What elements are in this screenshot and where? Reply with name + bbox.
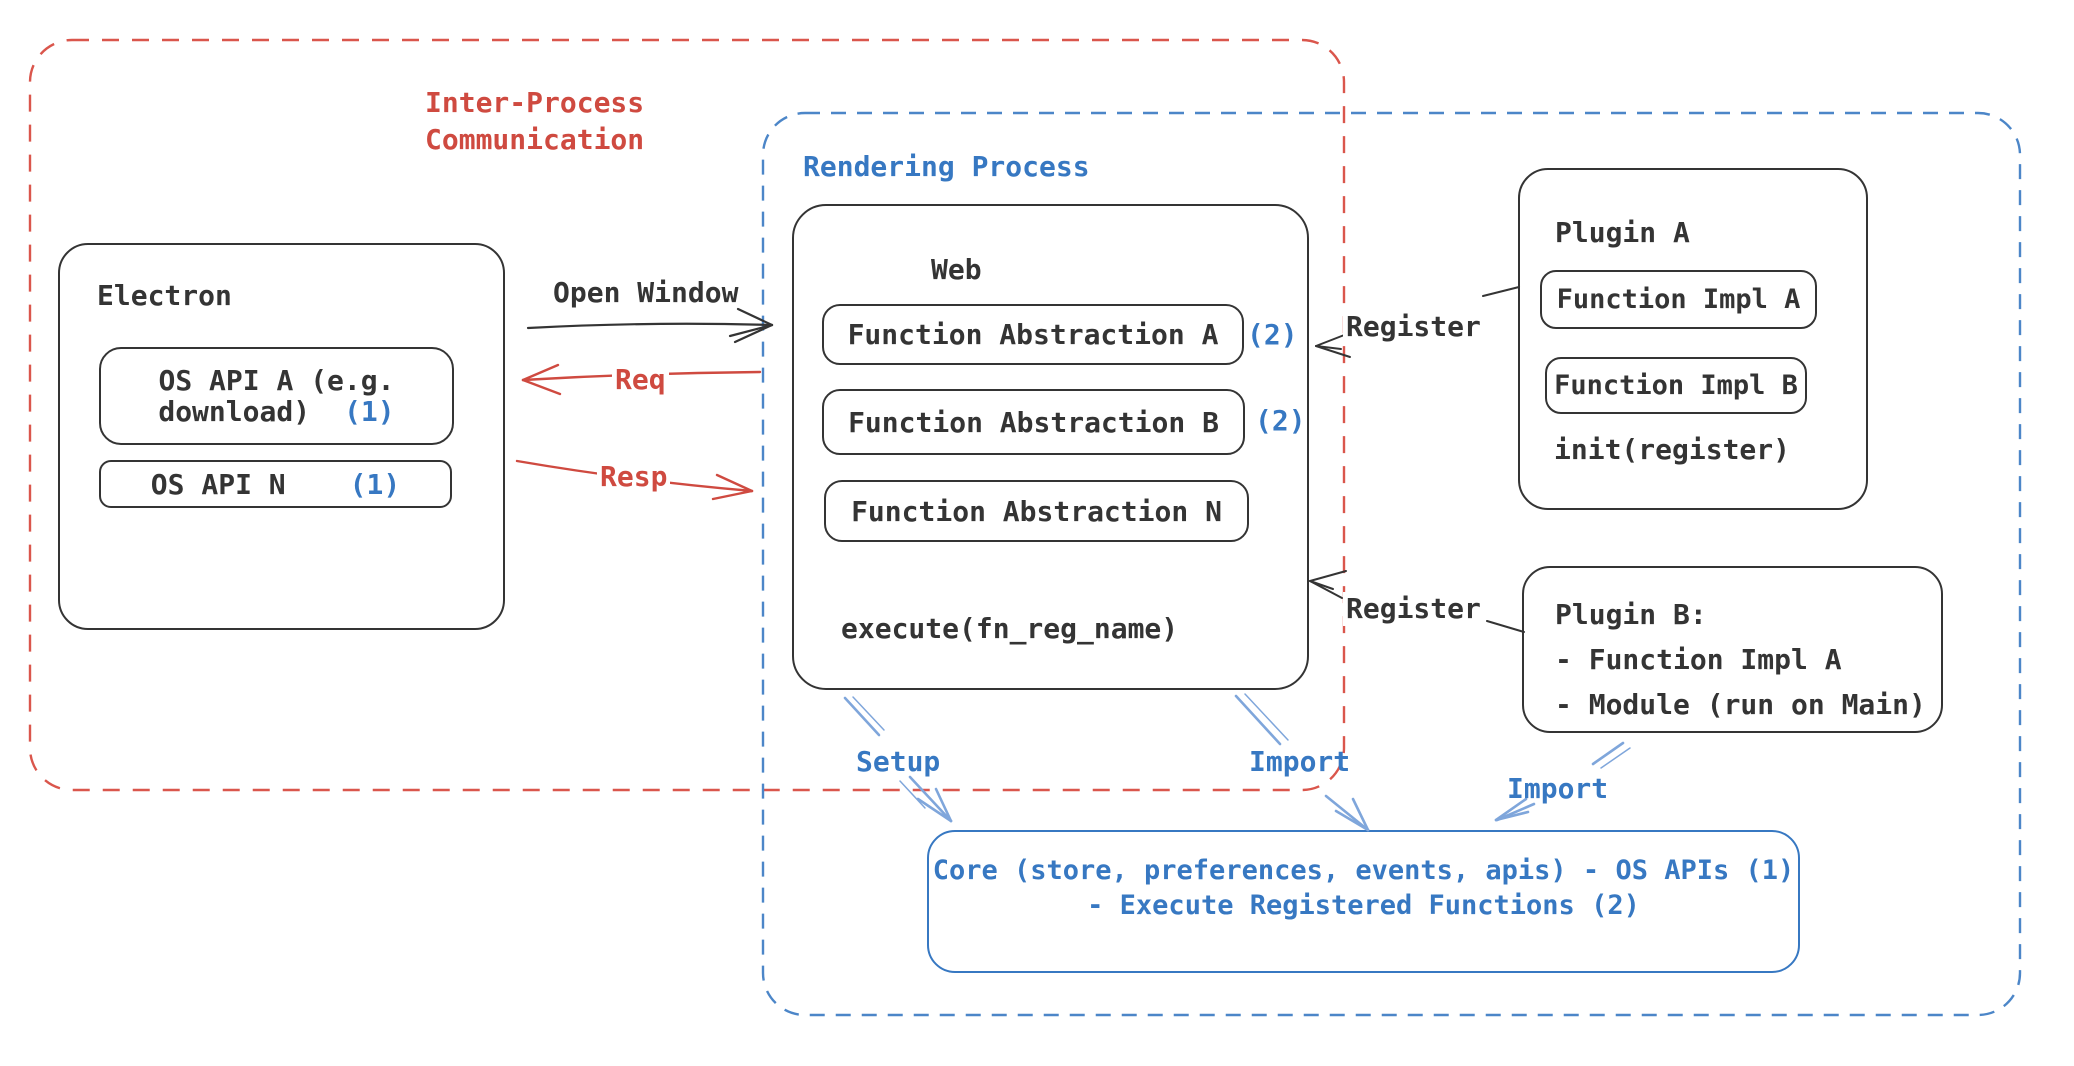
os-api-a-badge: (1) bbox=[344, 395, 395, 428]
import-web-arrow-label: Import bbox=[1249, 745, 1351, 778]
req-arrow-label: Req bbox=[612, 363, 669, 397]
setup-head-arm-1 bbox=[934, 787, 953, 823]
rendering-process-label: Rendering Process bbox=[803, 150, 1090, 183]
os-api-a-line1: OS API A (e.g. bbox=[158, 364, 395, 397]
open-window-arrow-label: Open Window bbox=[553, 276, 739, 309]
setup-arrow-line-2 bbox=[899, 780, 926, 809]
init-register-label: init(register) bbox=[1554, 433, 1791, 466]
os-api-a-box: OS API A (e.g. download) (1) bbox=[99, 347, 454, 445]
electron-title: Electron bbox=[97, 279, 232, 312]
register-b-head-arm-2 bbox=[1309, 580, 1343, 599]
setup-arrow-line bbox=[908, 775, 953, 823]
register-a-head-arm-2 bbox=[1315, 345, 1351, 358]
register-b-head-arm-1 bbox=[1309, 570, 1347, 582]
req-head-arm-1 bbox=[521, 363, 560, 382]
function-abstraction-a-badge: (2) bbox=[1247, 318, 1298, 351]
function-impl-a-box: Function Impl A bbox=[1540, 270, 1817, 329]
import-web-head-arm-2 bbox=[1334, 809, 1370, 832]
function-abstraction-a-label: Function Abstraction A bbox=[847, 318, 1219, 351]
import-web-stroke-1 bbox=[1234, 694, 1282, 746]
import-web-stroke-2 bbox=[1244, 693, 1289, 741]
register-a-tail-tick bbox=[1482, 286, 1520, 297]
setup-stroke-2 bbox=[852, 696, 885, 731]
function-abstraction-n-box: Function Abstraction N bbox=[824, 480, 1249, 542]
execute-fn-label: execute(fn_reg_name) bbox=[841, 612, 1179, 645]
function-impl-a-label: Function Impl A bbox=[1556, 284, 1801, 315]
import-plugin-tick-1 bbox=[1591, 741, 1625, 766]
register-plugin-a-label: Register bbox=[1343, 310, 1484, 344]
core-text: Core (store, preferences, events, apis) … bbox=[932, 855, 1795, 921]
plugin-a-title: Plugin A bbox=[1555, 216, 1690, 249]
resp-head-arm-1 bbox=[715, 473, 754, 493]
import-web-head-arm-1 bbox=[1351, 797, 1370, 832]
setup-stroke-1 bbox=[843, 696, 881, 737]
req-head-arm-2 bbox=[521, 378, 562, 396]
os-api-n-box: OS API N (1) bbox=[99, 460, 452, 508]
function-abstraction-n-label: Function Abstraction N bbox=[851, 494, 1222, 528]
import-plugin-b-arrow-label: Import bbox=[1507, 772, 1609, 805]
plugin-b-box: Plugin B: - Function Impl A - Module (ru… bbox=[1522, 566, 1943, 733]
register-a-head-arm-3 bbox=[1315, 345, 1342, 350]
ipc-region-label: Inter-Process Communication bbox=[425, 86, 645, 156]
web-box: Web Function Abstraction A (2) Function … bbox=[792, 204, 1309, 690]
register-b-head-arm-3 bbox=[1309, 580, 1334, 590]
function-impl-b-label: Function Impl B bbox=[1554, 370, 1798, 401]
import-plugin-tick-2 bbox=[1600, 747, 1631, 769]
open-window-head-arm-2 bbox=[733, 323, 774, 344]
import-web-arrow-line bbox=[1324, 794, 1370, 832]
register-b-tail-line bbox=[1486, 620, 1525, 633]
import-plugin-head-arm-2 bbox=[1494, 810, 1530, 822]
setup-arrow-label: Setup bbox=[856, 745, 941, 778]
os-api-n-badge: (1) bbox=[349, 467, 401, 501]
open-window-line bbox=[526, 322, 774, 330]
os-api-a-line2: download) bbox=[158, 395, 311, 428]
plugin-b-text: Plugin B: - Function Impl A - Module (ru… bbox=[1555, 598, 1926, 721]
import-plugin-arrow-line bbox=[1495, 802, 1536, 822]
function-impl-b-box: Function Impl B bbox=[1545, 357, 1807, 414]
function-abstraction-b-label: Function Abstraction B bbox=[848, 405, 1219, 439]
os-api-n-label: OS API N bbox=[150, 467, 286, 501]
web-title: Web bbox=[931, 253, 982, 286]
plugin-a-box: Plugin A Function Impl A Function Impl B… bbox=[1518, 168, 1868, 510]
function-abstraction-b-box: Function Abstraction B bbox=[822, 389, 1245, 455]
function-abstraction-b-badge: (2) bbox=[1255, 404, 1306, 437]
function-abstraction-a-box: Function Abstraction A bbox=[822, 304, 1244, 365]
electron-box: Electron OS API A (e.g. download) (1) OS … bbox=[58, 243, 505, 630]
open-window-head-arm-3 bbox=[728, 323, 774, 338]
setup-head-arm-2 bbox=[916, 797, 953, 823]
register-plugin-b-label: Register bbox=[1343, 592, 1484, 626]
core-box: Core (store, preferences, events, apis) … bbox=[927, 830, 1800, 973]
resp-arrow-label: Resp bbox=[597, 460, 671, 494]
resp-head-arm-2 bbox=[711, 489, 754, 501]
open-window-head-arm-1 bbox=[736, 307, 774, 327]
